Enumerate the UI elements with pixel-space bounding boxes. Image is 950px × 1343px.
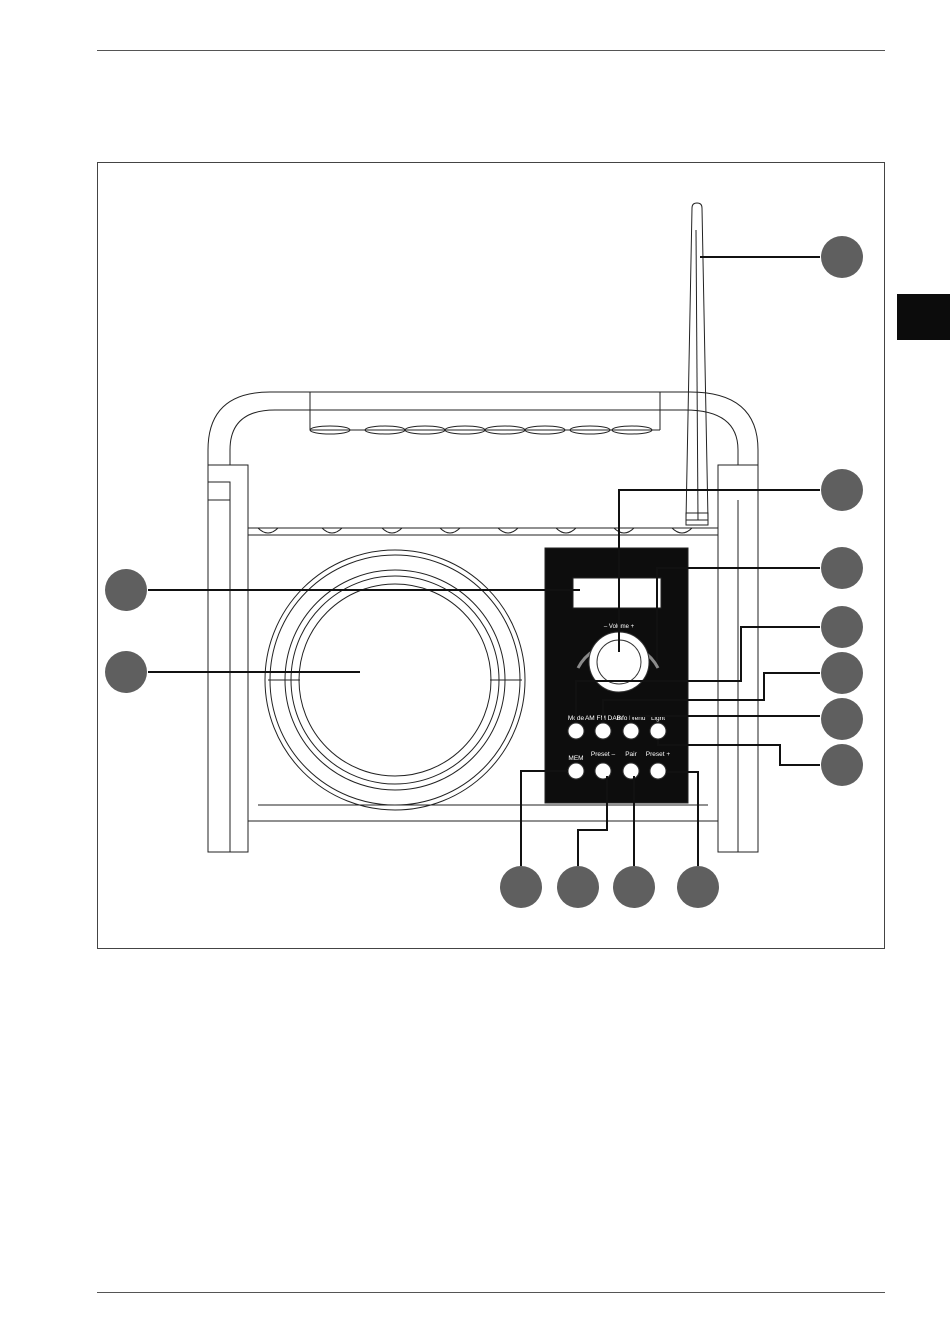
callout-marker — [677, 866, 719, 908]
mode-button[interactable] — [568, 723, 584, 739]
callout-marker — [105, 569, 147, 611]
antenna — [686, 203, 708, 525]
info-button[interactable] — [623, 723, 639, 739]
preset-minus-button-label: Preset – — [591, 751, 616, 758]
callout-marker — [821, 698, 863, 740]
callout-marker — [500, 866, 542, 908]
left-post — [208, 465, 248, 852]
callout-marker — [821, 652, 863, 694]
pair-button[interactable] — [623, 763, 639, 779]
preset-plus-button-label: Preset + — [646, 751, 671, 758]
mem-button[interactable] — [568, 763, 584, 779]
callout-marker — [557, 866, 599, 908]
callout-marker — [105, 651, 147, 693]
callout-marker — [613, 866, 655, 908]
callout-marker — [821, 744, 863, 786]
callout-marker — [821, 547, 863, 589]
callout-marker — [821, 469, 863, 511]
band-button[interactable] — [595, 723, 611, 739]
preset-minus-button[interactable] — [595, 763, 611, 779]
callout-marker — [821, 606, 863, 648]
light-button[interactable] — [650, 723, 666, 739]
preset-plus-button[interactable] — [650, 763, 666, 779]
callout-marker — [821, 236, 863, 278]
pair-button-label: Pair — [625, 751, 637, 758]
display-window — [573, 578, 661, 608]
mem-button-label: MEM — [568, 755, 583, 762]
footer-rule — [97, 1292, 885, 1293]
